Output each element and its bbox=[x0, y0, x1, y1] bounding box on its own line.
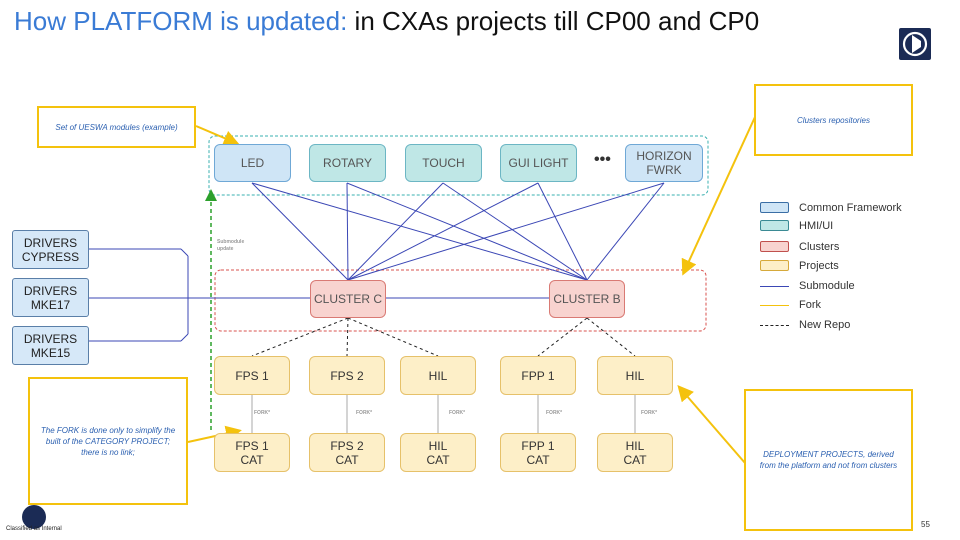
category-project-hil-c: HIL CAT bbox=[400, 433, 476, 472]
legend-line-fork bbox=[760, 305, 789, 306]
fork-note: The FORK is done only to simplify the bu… bbox=[28, 377, 188, 505]
category-project-fps2: FPS 2 CAT bbox=[309, 433, 385, 472]
clusters-group-outline bbox=[214, 269, 707, 332]
legend-swatch-common-framework bbox=[760, 202, 789, 213]
project-fps2: FPS 2 bbox=[309, 356, 385, 395]
legend-label: Fork bbox=[799, 299, 821, 311]
globe-logo-icon bbox=[22, 505, 46, 529]
fork-label: FORK* bbox=[356, 410, 373, 416]
brand-logo-icon bbox=[899, 28, 931, 60]
legend-label: Clusters bbox=[799, 241, 840, 253]
slide-title: How PLATFORM is updated: in CXAs project… bbox=[14, 6, 759, 37]
project-fpp1: FPP 1 bbox=[500, 356, 576, 395]
project-hil-b: HIL bbox=[597, 356, 673, 395]
project-fps1: FPS 1 bbox=[214, 356, 290, 395]
ueswa-note-arrow bbox=[195, 125, 240, 146]
legend-label: Common Framework bbox=[799, 202, 902, 214]
category-project-fpp1: FPP 1 CAT bbox=[500, 433, 576, 472]
driver-mke17: DRIVERS MKE17 bbox=[12, 278, 89, 317]
project-hil-c: HIL bbox=[400, 356, 476, 395]
more-modules-ellipsis: ••• bbox=[594, 151, 611, 168]
title-highlight: How PLATFORM is updated: bbox=[14, 6, 348, 36]
category-project-fps1: FPS 1 CAT bbox=[214, 433, 290, 472]
module-touch: TOUCH bbox=[405, 144, 482, 182]
legend-swatch-clusters bbox=[760, 241, 789, 252]
legend-line-new-repo bbox=[760, 325, 789, 326]
legend-label: Projects bbox=[799, 260, 839, 272]
cluster-c: CLUSTER C bbox=[310, 280, 386, 318]
category-project-hil-b: HIL CAT bbox=[597, 433, 673, 472]
module-gui-light: GUI LIGHT bbox=[500, 144, 577, 182]
legend-label: HMI/UI bbox=[799, 220, 834, 232]
page-number: 55 bbox=[921, 520, 930, 529]
modules-group-outline bbox=[208, 135, 709, 196]
fork-label: FORK* bbox=[641, 410, 658, 416]
clusters-note-arrow bbox=[681, 116, 756, 276]
legend-swatch-projects bbox=[760, 260, 789, 271]
fork-label: FORK* bbox=[449, 410, 466, 416]
clusters-repos-note: Clusters repositories bbox=[754, 84, 913, 156]
submodule-links bbox=[80, 182, 665, 342]
cluster-b: CLUSTER B bbox=[549, 280, 625, 318]
legend-label: New Repo bbox=[799, 319, 851, 331]
title-rest: in CXAs projects till CP00 and CP0 bbox=[347, 6, 760, 36]
ueswa-note: Set of UESWA modules (example) bbox=[37, 106, 196, 148]
driver-mke15: DRIVERS MKE15 bbox=[12, 326, 89, 365]
legend-swatch-hmi-ui bbox=[760, 220, 789, 231]
module-led: LED bbox=[214, 144, 291, 182]
module-horizon-fwrk: HORIZON FWRK bbox=[625, 144, 703, 182]
driver-cypress: DRIVERS CYPRESS bbox=[12, 230, 89, 269]
fork-label: FORK* bbox=[546, 410, 563, 416]
new-repo-links bbox=[251, 317, 636, 357]
fork-note-arrow bbox=[187, 425, 242, 443]
deployment-note: DEPLOYMENT PROJECTS, derived from the pl… bbox=[744, 389, 913, 531]
classification-label: Classified as Internal bbox=[6, 526, 62, 532]
fork-links bbox=[251, 395, 636, 433]
fork-label: FORK* bbox=[254, 410, 271, 416]
submodule-update-label: Submodule update bbox=[217, 239, 245, 252]
legend-label: Submodule bbox=[799, 280, 855, 292]
deployment-note-arrow bbox=[677, 384, 746, 464]
legend-line-submodule bbox=[760, 286, 789, 287]
module-rotary: ROTARY bbox=[309, 144, 386, 182]
